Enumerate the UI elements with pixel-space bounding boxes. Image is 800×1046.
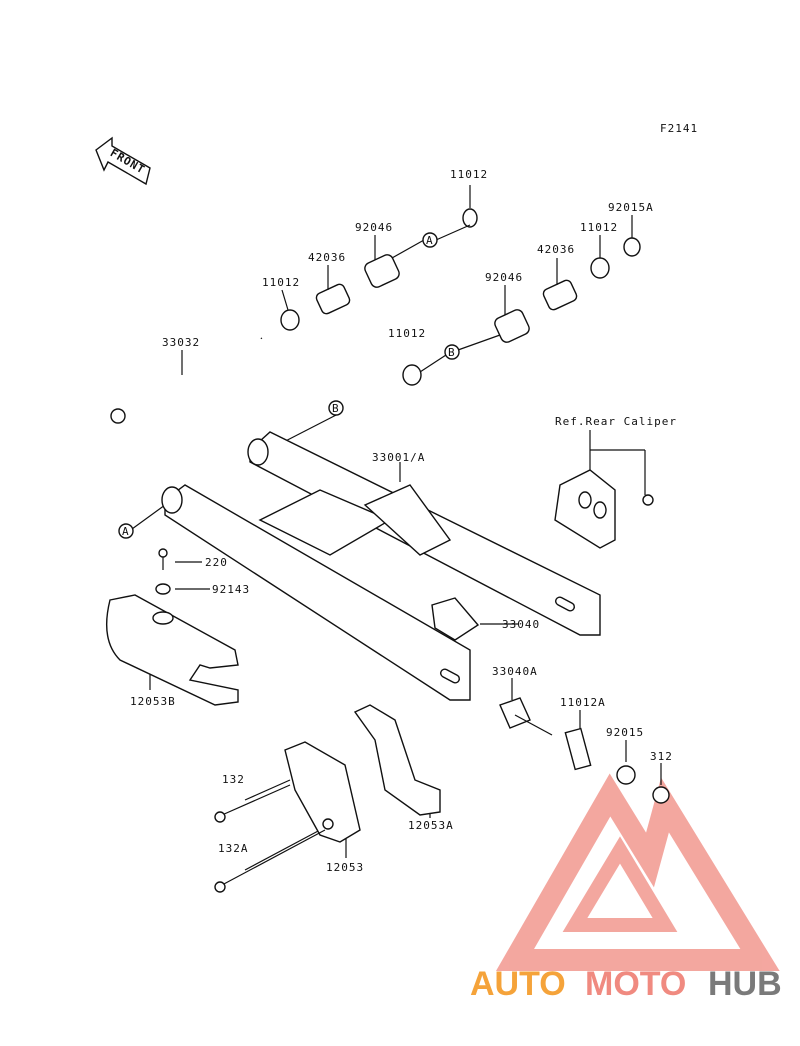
pivot-shaft <box>110 337 263 424</box>
ref-a-top: A <box>422 232 438 248</box>
label-33032: 33032 <box>162 336 200 349</box>
svg-text:A: A <box>122 525 130 538</box>
label-312: 312 <box>650 750 673 763</box>
front-arrow-icon: FRONT <box>95 136 151 186</box>
swingarm <box>161 431 601 701</box>
adjusters <box>431 597 670 804</box>
label-12053b: 12053B <box>130 695 176 708</box>
svg-text:AUTO: AUTO <box>470 965 566 1003</box>
ref-b-top: B <box>444 344 460 360</box>
chain-guide <box>214 704 441 893</box>
label-132a: 132A <box>218 842 249 855</box>
svg-text:B: B <box>332 402 340 415</box>
label-92143: 92143 <box>212 583 250 596</box>
label-ref-caliper: Ref.Rear Caliper <box>555 415 677 428</box>
label-33001a: 33001/A <box>372 451 425 464</box>
watermark-text: AUTO MOTO HUB <box>470 965 782 1003</box>
label-11012a: 11012A <box>560 696 606 709</box>
ref-b-swingarm: B <box>328 400 344 416</box>
label-92046: 92046 <box>355 221 393 234</box>
ref-a-swingarm: A <box>118 523 134 539</box>
label-11012: 11012 <box>262 276 300 289</box>
label-12053a: 12053A <box>408 819 454 832</box>
diagram-code: F2141 <box>660 122 698 135</box>
bushings <box>280 208 641 386</box>
chain-slipper <box>105 548 239 706</box>
label-92015: 92015 <box>606 726 644 739</box>
label-92046: 92046 <box>485 271 523 284</box>
label-11012: 11012 <box>388 327 426 340</box>
label-92015a: 92015A <box>608 201 654 214</box>
svg-text:B: B <box>448 346 456 359</box>
svg-text:A: A <box>426 234 434 247</box>
label-33040: 33040 <box>502 618 540 631</box>
label-11012: 11012 <box>580 221 618 234</box>
caliper-bracket <box>554 469 654 549</box>
label-42036: 42036 <box>308 251 346 264</box>
label-11012: 11012 <box>450 168 488 181</box>
label-33040a: 33040A <box>492 665 538 678</box>
label-220: 220 <box>205 556 228 569</box>
svg-text:HUB: HUB <box>708 965 782 1003</box>
label-132: 132 <box>222 773 245 786</box>
label-42036: 42036 <box>537 243 575 256</box>
watermark-logo <box>495 773 780 971</box>
label-12053: 12053 <box>326 861 364 874</box>
svg-text:MOTO: MOTO <box>585 965 686 1003</box>
